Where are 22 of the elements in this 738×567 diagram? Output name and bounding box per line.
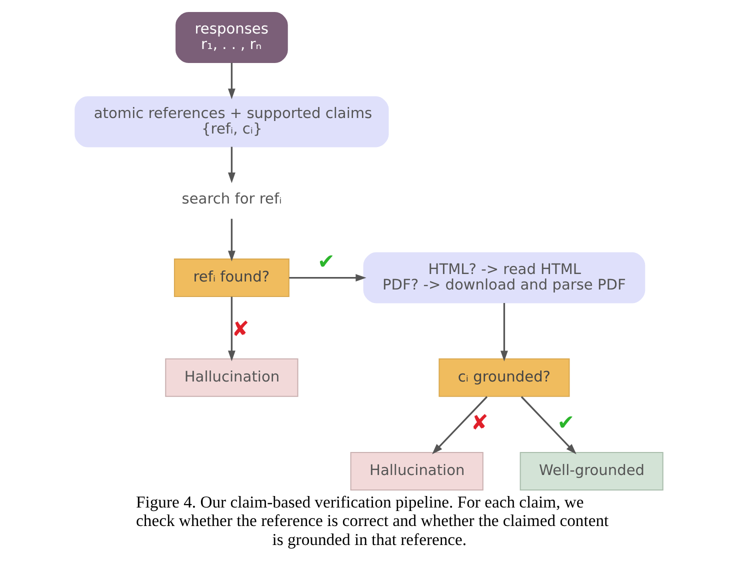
edge-label: ✔ — [318, 249, 335, 274]
caption: Figure 4. Our claim-based verification pipeline. For each claim, we check whether the reference is correct and whether the claimed content is grounded in that reference. — [136, 492, 609, 549]
node-box: Hallucination — [350, 452, 484, 490]
arrow — [228, 62, 236, 100]
arrow — [228, 146, 236, 184]
arrow — [289, 274, 366, 282]
node-box: cᵢ grounded? — [438, 358, 570, 397]
node-box: responses r₁, . . , rₙ — [176, 12, 288, 63]
edge-label: ✘ — [232, 317, 250, 342]
arrow — [228, 296, 236, 362]
node-box: refᵢ found? — [174, 258, 290, 298]
node-box: atomic references + supported claims {refᵢ, cᵢ} — [74, 96, 389, 148]
arrow — [432, 396, 488, 454]
edge-label: ✘ — [470, 410, 488, 435]
arrow — [228, 218, 236, 262]
arrow — [520, 396, 576, 454]
edge-label: ✔ — [557, 410, 575, 435]
node-box: Well-grounded — [520, 452, 664, 490]
node-box: HTML? -> read HTML PDF? -> download and parse PDF — [363, 252, 646, 304]
node-text: search for refᵢ — [182, 190, 282, 208]
node-box: Hallucination — [165, 358, 298, 397]
arrow — [500, 303, 508, 362]
